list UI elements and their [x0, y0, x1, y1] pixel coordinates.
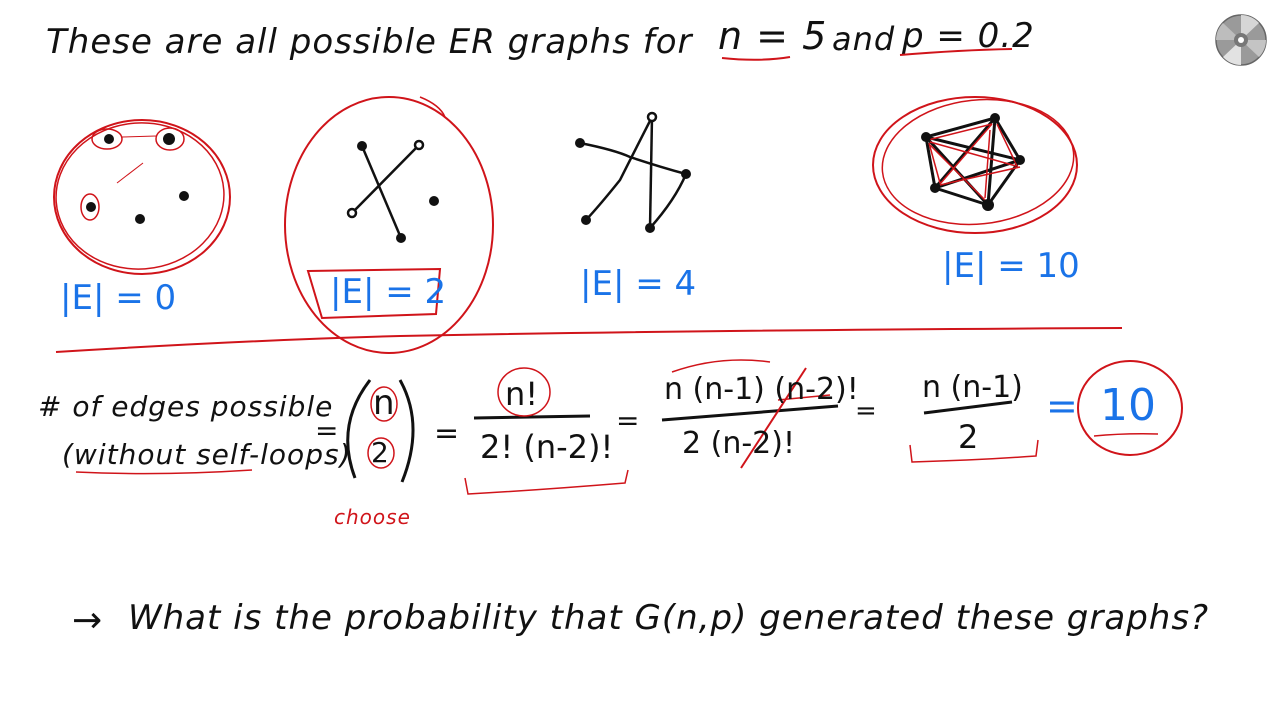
without-underline	[75, 469, 253, 475]
frac2-denominator: 2 (n-2)!	[682, 426, 795, 461]
equals-4: =	[855, 396, 877, 426]
equals-5: =	[1046, 384, 1078, 428]
frac1-denominator: 2! (n-2)!	[480, 428, 614, 466]
question-text: What is the probability that G(n,p) gene…	[128, 598, 1210, 638]
result-value: 10	[1100, 380, 1156, 431]
binom-right-paren	[398, 379, 415, 483]
binom-top: n	[373, 383, 395, 423]
frac2-slash	[740, 367, 807, 469]
graph-two-edges-label: |E| = 2	[330, 272, 447, 312]
frac2-arc	[671, 359, 771, 373]
disc-icon	[1214, 13, 1268, 67]
frac3-numerator: n (n-1)	[922, 370, 1023, 405]
title-and: and	[832, 20, 896, 58]
frac1-bar	[473, 414, 591, 420]
title-prefix: These are all possible ER graphs for	[46, 22, 693, 62]
n-underline	[721, 56, 791, 61]
frac1-bracket	[464, 469, 629, 495]
binom-bottom: 2	[371, 436, 389, 469]
graph-two-edges	[284, 96, 494, 354]
title-n-value: n = 5	[718, 14, 828, 58]
equals-3: =	[616, 404, 640, 437]
binom-bottom-circle	[367, 437, 395, 469]
frac1-numerator: n!	[505, 375, 539, 413]
result-underline	[1093, 433, 1159, 437]
section-divider	[55, 327, 1123, 353]
frac3-bracket	[909, 439, 1039, 463]
graph-four-edges-label: |E| = 4	[580, 264, 697, 304]
graph-complete	[872, 96, 1078, 234]
equals-2: =	[434, 416, 460, 451]
question-arrow: →	[72, 600, 103, 641]
graph-empty	[53, 119, 231, 275]
result-circle	[1077, 360, 1183, 456]
p-underline	[899, 48, 1013, 56]
choose-note: choose	[334, 505, 411, 529]
frac3-bar	[923, 400, 1013, 415]
graph-complete-label: |E| = 10	[942, 246, 1080, 286]
edges-possible-line1: # of edges possible	[38, 390, 334, 423]
graph-four-edges	[575, 111, 691, 233]
frac3-denominator: 2	[958, 418, 979, 456]
frac2-numerator: n (n-1) (n-2)!	[664, 372, 859, 407]
frac2-bar	[661, 404, 839, 422]
frac1-num-circle	[497, 367, 551, 417]
equals-1: =	[315, 414, 339, 447]
graph-empty-label: |E| = 0	[60, 278, 177, 318]
edges-possible-line2: (without self-loops)	[62, 438, 352, 471]
binom-left-paren	[346, 379, 372, 479]
binom-top-circle	[370, 386, 398, 422]
